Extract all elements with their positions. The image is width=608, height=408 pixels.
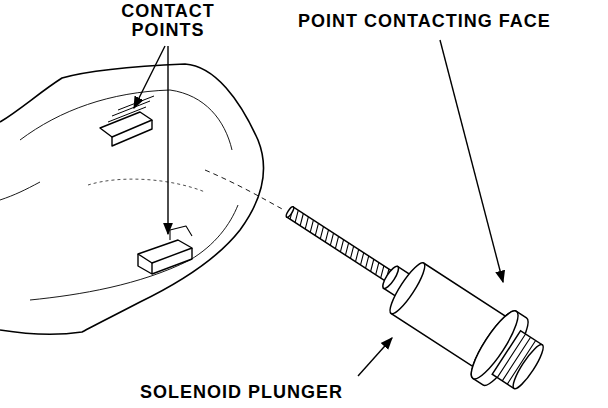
leader-line <box>167 46 168 234</box>
contact-ridges <box>108 96 154 122</box>
switch-housing <box>0 64 264 334</box>
housing-inner-edge <box>20 90 232 150</box>
part-label: POINT CONTACTING FACE <box>298 12 551 31</box>
leader-line <box>134 46 165 108</box>
solenoid-plunger <box>267 177 555 403</box>
contact-point-top <box>100 112 152 137</box>
contact-point-bottom <box>138 240 192 263</box>
collar-end <box>380 264 401 290</box>
contact-terminal <box>170 226 192 240</box>
assembly-axis <box>205 170 284 210</box>
contact-point-top <box>112 120 152 146</box>
part-label: CONTACT POINTS <box>112 2 224 40</box>
leader-line <box>358 338 392 376</box>
contact-point <box>138 226 192 274</box>
thread-hatch <box>287 207 392 281</box>
plunger-end <box>509 342 547 392</box>
contact-point <box>100 96 154 146</box>
housing-outline <box>0 64 264 334</box>
leader-line <box>440 40 503 282</box>
plunger-thread <box>287 207 398 285</box>
body-end <box>385 259 429 317</box>
contact-point-bottom <box>138 248 192 274</box>
housing-inner-edge <box>0 182 40 200</box>
part-label: SOLENOID PLUNGER <box>140 383 343 402</box>
housing-inner-edge <box>30 205 238 300</box>
thread-tip <box>285 206 295 218</box>
housing-shading <box>88 179 205 192</box>
